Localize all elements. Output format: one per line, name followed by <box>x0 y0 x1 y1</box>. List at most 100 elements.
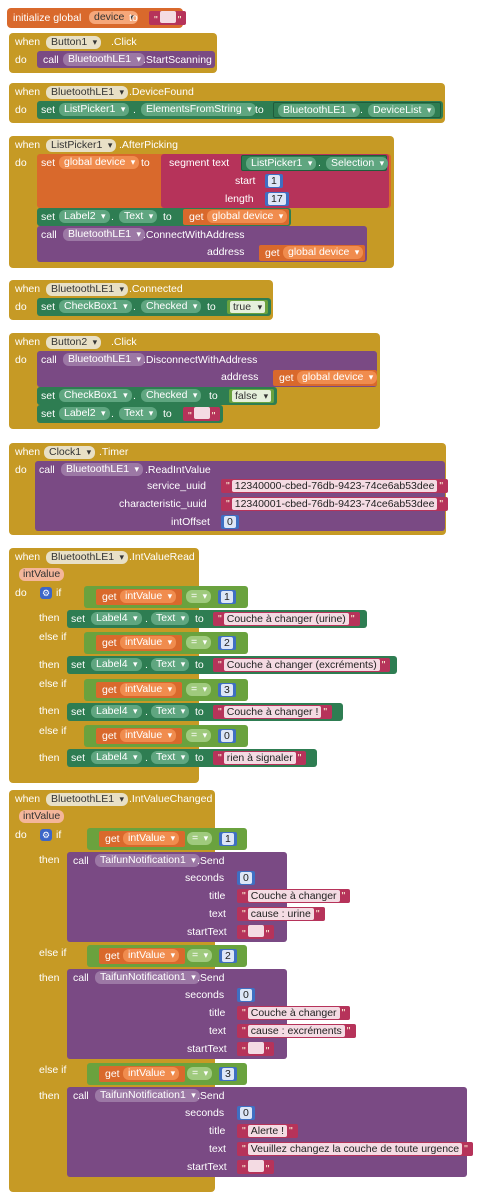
seconds-number[interactable]: 0 <box>237 988 255 1002</box>
number-value[interactable]: 1 <box>268 175 280 187</box>
property-dropdown[interactable]: Text <box>151 751 190 764</box>
string-value[interactable]: Veuillez changez la couche de toute urge… <box>247 1143 463 1155</box>
get-listpicker-selection[interactable]: ListPicker1 . Selection <box>241 155 389 171</box>
property-dropdown[interactable]: Text <box>151 705 190 718</box>
number-value[interactable]: 0 <box>240 872 252 884</box>
component-dropdown[interactable]: BluetoothLE1 <box>63 353 146 366</box>
set-label4-text[interactable]: set Label4 . Text to "Couche à changer (… <box>67 610 367 628</box>
compare-block[interactable]: get intValue = 1 <box>87 828 247 850</box>
component-dropdown[interactable]: Label4 <box>91 751 142 764</box>
operator-dropdown[interactable]: = <box>187 1067 213 1080</box>
number-value[interactable]: 1 <box>222 833 234 845</box>
seconds-number[interactable]: 0 <box>237 1106 255 1120</box>
gear-icon[interactable]: ⚙ <box>40 587 52 599</box>
starttext-string[interactable]: "" <box>237 1160 275 1175</box>
call-start-scanning[interactable]: call BluetoothLE1 .StartScanning <box>37 51 215 68</box>
if-block-read[interactable]: ⚙ if then else if then else if then else… <box>35 584 67 777</box>
property-dropdown[interactable]: Checked <box>141 389 202 402</box>
variable-dropdown[interactable]: global device <box>207 210 288 223</box>
event-listpicker-afterpicking[interactable]: when ListPicker1 .AfterPicking do set gl… <box>9 136 394 268</box>
set-listpicker-elements[interactable]: set ListPicker1 . ElementsFromString to … <box>37 101 443 119</box>
get-devicelist[interactable]: BluetoothLE1 . DeviceList <box>273 102 441 118</box>
event-parameter[interactable]: intValue <box>19 810 65 823</box>
compare-number[interactable]: 3 <box>218 683 236 697</box>
compare-number[interactable]: 3 <box>219 1067 237 1081</box>
number-value[interactable]: 1 <box>221 591 233 603</box>
compare-number[interactable]: 1 <box>219 832 237 846</box>
get-intvalue[interactable]: get intValue <box>96 589 182 605</box>
component-dropdown[interactable]: BluetoothLE1 <box>46 551 129 564</box>
compare-block[interactable]: get intValue = 0 <box>84 725 248 747</box>
property-dropdown[interactable]: DeviceList <box>368 104 436 117</box>
string-value[interactable]: cause : excréments <box>247 1025 345 1037</box>
set-checkbox-checked[interactable]: set CheckBox1 . Checked to false <box>37 387 277 405</box>
operator-dropdown[interactable]: = <box>187 949 213 962</box>
boolean-true[interactable]: true <box>227 300 269 314</box>
property-dropdown[interactable]: Selection <box>326 157 389 170</box>
component-dropdown[interactable]: ListPicker1 <box>59 103 130 116</box>
if-block-changed[interactable]: ⚙ if then else if then else if then <box>35 826 69 1184</box>
component-dropdown[interactable]: TaifunNotification1 <box>95 854 200 867</box>
global-var-name[interactable]: device <box>89 11 139 24</box>
variable-dropdown[interactable]: global device <box>297 371 378 384</box>
string-value[interactable]: Couche à changer (excréments) <box>223 659 380 671</box>
compare-block[interactable]: get intValue = 3 <box>84 679 248 701</box>
event-button1-click[interactable]: when Button1 .Click do call BluetoothLE1… <box>9 33 217 73</box>
set-label4-text[interactable]: set Label4 . Text to "Couche à changer !… <box>67 703 343 721</box>
component-dropdown[interactable]: BluetoothLE1 <box>61 463 144 476</box>
component-dropdown[interactable]: BluetoothLE1 <box>63 53 146 66</box>
string-value[interactable]: cause : urine <box>247 908 314 920</box>
starttext-string[interactable]: "" <box>237 925 275 940</box>
event-parameter[interactable]: intValue <box>19 568 65 581</box>
operator-dropdown[interactable]: = <box>186 590 212 603</box>
operator-dropdown[interactable]: = <box>186 683 212 696</box>
seconds-number[interactable]: 0 <box>237 871 255 885</box>
operator-dropdown[interactable]: = <box>186 729 212 742</box>
string-value[interactable]: Couche à changer (urine) <box>223 613 349 625</box>
compare-block[interactable]: get intValue = 3 <box>87 1063 247 1085</box>
operator-dropdown[interactable]: = <box>187 832 213 845</box>
component-dropdown[interactable]: Clock1 <box>44 446 96 459</box>
component-dropdown[interactable]: Label4 <box>91 658 142 671</box>
get-global-device[interactable]: get global device <box>273 370 378 386</box>
component-dropdown[interactable]: Label2 <box>59 210 110 223</box>
event-bluetooth-devicefound[interactable]: when BluetoothLE1 .DeviceFound do set Li… <box>9 83 445 123</box>
label4-text-string[interactable]: "Couche à changer !" <box>213 705 333 719</box>
event-clock-timer[interactable]: when Clock1 .Timer do call BluetoothLE1 … <box>9 443 449 535</box>
gear-icon[interactable]: ⚙ <box>40 829 52 841</box>
component-dropdown[interactable]: BluetoothLE1 <box>46 283 129 296</box>
component-dropdown[interactable]: BluetoothLE1 <box>278 104 361 117</box>
length-number[interactable]: 17 <box>265 192 289 206</box>
text-string[interactable]: "cause : excréments" <box>237 1024 356 1038</box>
call-notification-send[interactable]: call TaifunNotification1 .Send seconds 0… <box>67 1087 473 1177</box>
compare-block[interactable]: get intValue = 2 <box>87 945 247 967</box>
component-dropdown[interactable]: CheckBox1 <box>59 300 132 313</box>
compare-number[interactable]: 2 <box>218 636 236 650</box>
component-dropdown[interactable]: ListPicker1 <box>246 157 317 170</box>
number-value[interactable]: 2 <box>222 950 234 962</box>
call-notification-send[interactable]: call TaifunNotification1 .Send seconds 0… <box>67 852 351 942</box>
variable-dropdown[interactable]: intValue <box>123 832 180 845</box>
property-dropdown[interactable]: Text <box>119 407 158 420</box>
string-value[interactable]: 12340001-cbed-76db-9423-74ce6ab53dee <box>231 498 438 510</box>
get-intvalue[interactable]: get intValue <box>96 728 182 744</box>
property-dropdown[interactable]: Text <box>151 612 190 625</box>
segment-text-block[interactable]: segment text ListPicker1 . Selection sta… <box>161 154 389 208</box>
component-dropdown[interactable]: Label2 <box>59 407 110 420</box>
empty-string-block[interactable]: "" <box>183 407 221 422</box>
call-disconnect-with-address[interactable]: call BluetoothLE1 .DisconnectWithAddress… <box>37 351 378 387</box>
compare-block[interactable]: get intValue = 2 <box>84 632 248 654</box>
component-dropdown[interactable]: BluetoothLE1 <box>46 793 129 806</box>
service-uuid-string[interactable]: "12340000-cbed-76db-9423-74ce6ab53dee" <box>221 479 449 493</box>
component-dropdown[interactable]: Button1 <box>46 36 102 49</box>
string-value[interactable]: 12340000-cbed-76db-9423-74ce6ab53dee <box>231 480 438 492</box>
operator-dropdown[interactable]: = <box>186 636 212 649</box>
property-dropdown[interactable]: Text <box>151 658 190 671</box>
set-global-device[interactable]: set global device to segment text ListPi… <box>37 154 391 208</box>
init-global-block[interactable]: initialize global device to "" <box>7 8 187 28</box>
variable-dropdown[interactable]: intValue <box>120 683 177 696</box>
component-dropdown[interactable]: Button2 <box>46 336 102 349</box>
call-connect-with-address[interactable]: call BluetoothLE1 .ConnectWithAddress ad… <box>37 226 367 262</box>
component-dropdown[interactable]: ListPicker1 <box>46 139 117 152</box>
variable-dropdown[interactable]: intValue <box>123 949 180 962</box>
